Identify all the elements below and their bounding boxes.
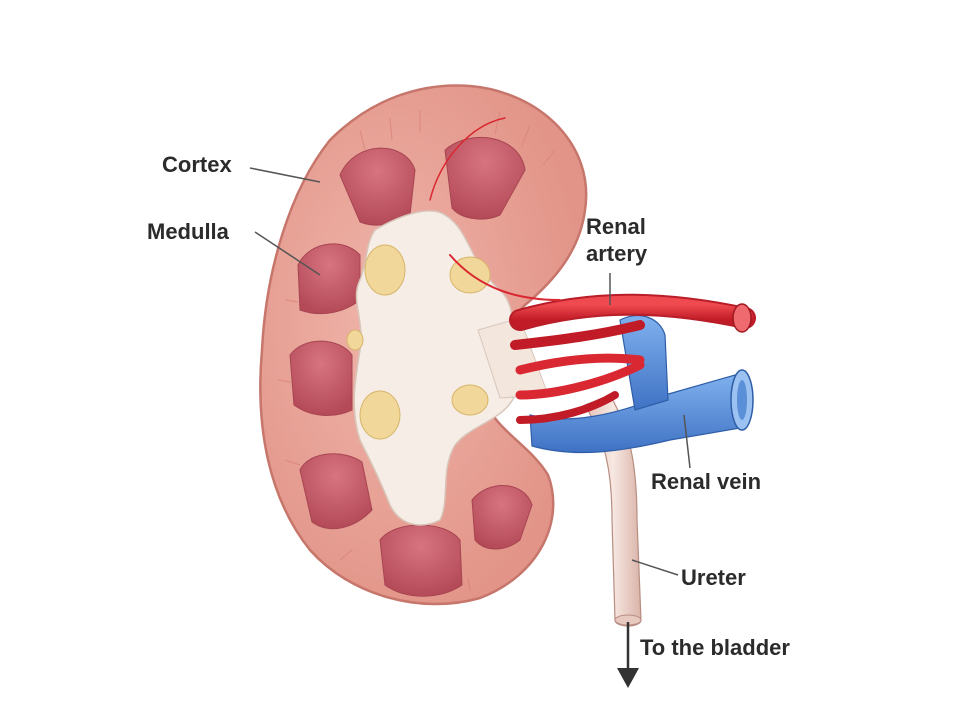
renal-artery-end xyxy=(732,303,752,333)
leader-line-cortex xyxy=(249,167,321,183)
label-renal-artery-line2: artery xyxy=(586,241,648,266)
label-renal-artery: Renal artery xyxy=(586,213,676,267)
leader-line-medulla xyxy=(254,231,321,276)
label-renal-artery-line1: Renal xyxy=(586,214,646,239)
medulla-pyramids xyxy=(289,136,533,597)
label-medulla: Medulla xyxy=(147,219,229,244)
label-to-bladder: To the bladder xyxy=(640,635,790,660)
label-cortex: Cortex xyxy=(162,152,232,177)
label-renal-vein: Renal vein xyxy=(651,469,762,494)
arrow-down-icon xyxy=(617,622,639,688)
leader-line-renal-vein xyxy=(683,414,691,469)
cortex-streaks xyxy=(277,110,556,591)
label-ureter: Ureter xyxy=(681,565,746,590)
renal-artery xyxy=(429,117,756,424)
leader-lines xyxy=(249,167,691,576)
leader-line-ureter xyxy=(631,559,679,576)
renal-vein xyxy=(529,315,754,454)
